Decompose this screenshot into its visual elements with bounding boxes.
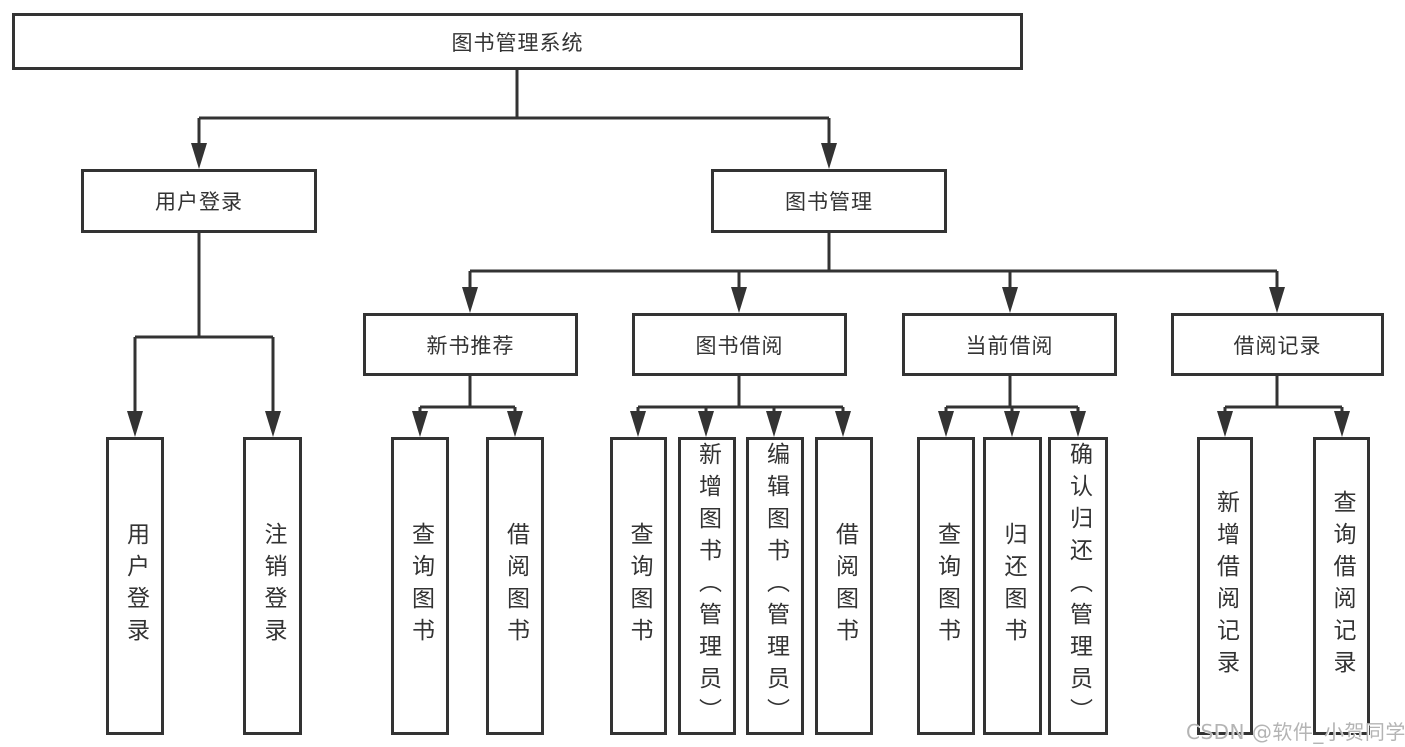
node-book-management: 图书管理 bbox=[711, 169, 947, 233]
leaf-query-books: 查询图书 bbox=[391, 437, 449, 735]
leaf-borrow-books: 借阅图书 bbox=[486, 437, 544, 735]
connector-new-books-to-leaves bbox=[412, 376, 523, 437]
leaf-add-borrow-record: 新增借阅记录 bbox=[1197, 437, 1253, 735]
leaf-user-login: 用户登录 bbox=[106, 437, 164, 735]
arrowhead bbox=[1004, 411, 1020, 437]
leaf-add-books-admin: 新增图书（管理员） bbox=[678, 437, 736, 735]
leaf-query-books: 查询图书 bbox=[610, 437, 667, 735]
arrowhead bbox=[127, 411, 143, 437]
leaf-edit-books-admin: 编辑图书（管理员） bbox=[746, 437, 804, 735]
arrowhead bbox=[412, 411, 428, 437]
connector-book-borrow-to-leaves bbox=[630, 376, 851, 437]
arrowhead bbox=[821, 143, 837, 169]
arrowhead bbox=[265, 411, 281, 437]
node-borrow-records: 借阅记录 bbox=[1171, 313, 1384, 376]
connector-root-to-level2 bbox=[191, 70, 837, 169]
leaf-confirm-return-admin: 确认归还（管理员） bbox=[1048, 437, 1108, 735]
node-user-login: 用户登录 bbox=[81, 169, 317, 233]
arrowhead bbox=[507, 411, 523, 437]
arrowhead bbox=[191, 143, 207, 169]
connector-book-mgmt-to-level3 bbox=[462, 233, 1285, 313]
leaf-return-books: 归还图书 bbox=[983, 437, 1042, 735]
arrowhead bbox=[731, 287, 747, 313]
arrowhead bbox=[766, 411, 782, 437]
connector-borrow-records-to-leaves bbox=[1217, 376, 1350, 437]
arrowhead bbox=[835, 411, 851, 437]
arrowhead bbox=[1070, 411, 1086, 437]
connector-current-borrow-to-leaves bbox=[938, 376, 1086, 437]
arrowhead bbox=[462, 287, 478, 313]
arrowhead bbox=[1334, 411, 1350, 437]
leaf-query-borrow-record: 查询借阅记录 bbox=[1313, 437, 1370, 735]
arrowhead bbox=[1002, 287, 1018, 313]
node-root-system: 图书管理系统 bbox=[12, 13, 1023, 70]
arrowhead bbox=[698, 411, 714, 437]
leaf-query-books: 查询图书 bbox=[917, 437, 975, 735]
node-book-borrow: 图书借阅 bbox=[632, 313, 847, 376]
arrowhead bbox=[1217, 411, 1233, 437]
node-current-borrow: 当前借阅 bbox=[902, 313, 1117, 376]
arrowhead bbox=[1269, 287, 1285, 313]
leaf-borrow-books: 借阅图书 bbox=[815, 437, 873, 735]
arrowhead bbox=[630, 411, 646, 437]
connector-user-login-to-leaves bbox=[127, 233, 281, 437]
leaf-logout: 注销登录 bbox=[243, 437, 302, 735]
csdn-watermark: CSDN @软件_小贺同学 bbox=[1186, 720, 1405, 744]
arrowhead bbox=[938, 411, 954, 437]
node-new-book-recommend: 新书推荐 bbox=[363, 313, 578, 376]
